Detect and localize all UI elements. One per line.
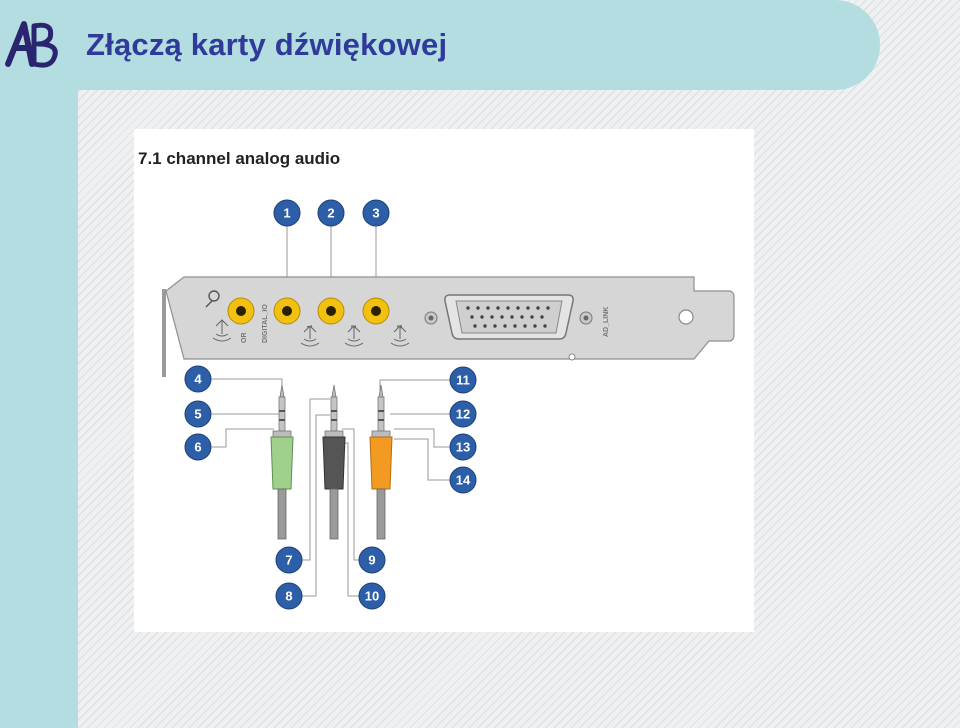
title-bar — [0, 0, 880, 90]
page-title: Złączą karty dźwiękowej — [86, 27, 448, 62]
svg-text:10: 10 — [365, 589, 379, 604]
dsub-connector[interactable] — [444, 294, 574, 340]
jack-or — [227, 297, 255, 325]
plug-orange — [369, 384, 393, 540]
callout-badge-13: 13 — [449, 433, 477, 461]
svg-text:11: 11 — [456, 373, 470, 388]
port-label-digital-io: DIGITAL_IO — [262, 304, 269, 343]
microphone-icon — [205, 290, 220, 308]
pci-bracket — [162, 276, 735, 377]
callout-badge-10: 10 — [358, 582, 386, 610]
svg-text:3: 3 — [372, 206, 379, 221]
callout-badge-2: 2 — [317, 199, 345, 227]
svg-text:13: 13 — [456, 440, 470, 455]
speaker-symbols — [212, 319, 410, 347]
svg-text:4: 4 — [194, 372, 202, 387]
plug-green — [270, 384, 294, 540]
callout-badge-4: 4 — [184, 365, 212, 393]
callout-badge-14: 14 — [449, 466, 477, 494]
callout-badge-7: 7 — [275, 546, 303, 574]
svg-text:5: 5 — [194, 407, 201, 422]
port-label-or: OR — [241, 333, 248, 344]
left-accent-bar — [0, 0, 78, 728]
callout-badge-12: 12 — [449, 400, 477, 428]
callout-badge-1: 1 — [273, 199, 301, 227]
svg-text:2: 2 — [327, 206, 334, 221]
diagram-caption: 7.1 channel analog audio — [138, 149, 340, 168]
callout-badge-6: 6 — [184, 433, 212, 461]
svg-text:9: 9 — [368, 553, 375, 568]
callout-badge-11: 11 — [449, 366, 477, 394]
callout-badge-9: 9 — [358, 546, 386, 574]
svg-text:8: 8 — [285, 589, 292, 604]
callout-badge-8: 8 — [275, 582, 303, 610]
port-label-ad-link: AD_LINK — [603, 307, 610, 337]
screw-right — [579, 311, 593, 325]
diagram-panel: 7.1 channel analog audio — [134, 129, 754, 632]
svg-text:12: 12 — [456, 407, 470, 422]
svg-text:6: 6 — [194, 440, 201, 455]
svg-text:1: 1 — [283, 206, 290, 221]
sound-card-diagram: 7.1 channel analog audio — [138, 149, 735, 610]
svg-text:7: 7 — [285, 553, 292, 568]
jack-3[interactable] — [362, 297, 390, 325]
plug-gray — [322, 384, 346, 540]
screw-left — [424, 311, 438, 325]
ab-logo — [5, 21, 58, 68]
jack-2[interactable] — [317, 297, 345, 325]
svg-text:14: 14 — [456, 473, 471, 488]
jack-1[interactable] — [273, 297, 301, 325]
callout-badge-5: 5 — [184, 400, 212, 428]
callout-badge-3: 3 — [362, 199, 390, 227]
